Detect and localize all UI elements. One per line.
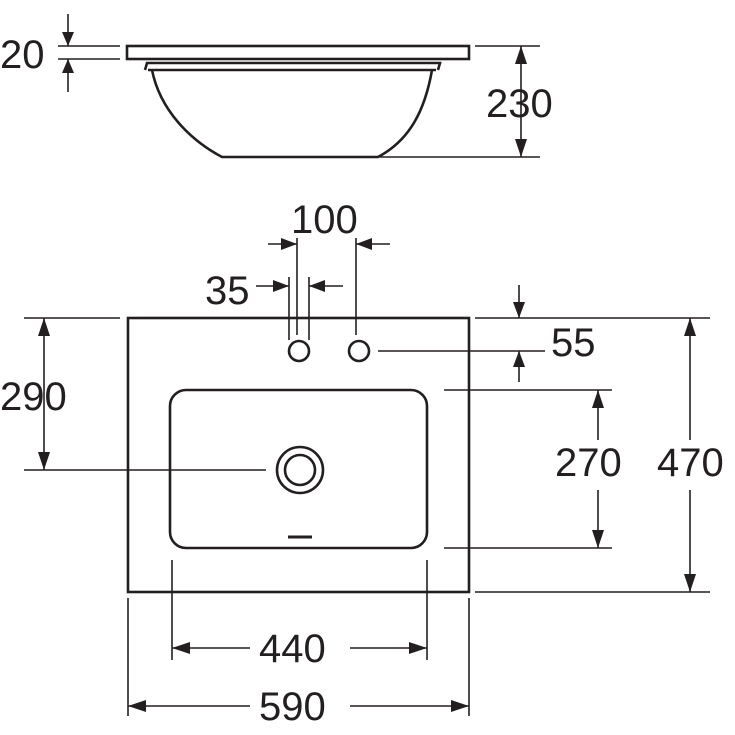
dim-group-470: 470: [475, 317, 724, 593]
dim-drain-offset: 290: [0, 375, 67, 419]
dim-overall-depth: 470: [657, 441, 724, 485]
tap-hole-left: [287, 339, 311, 363]
dim-bowl-depth: 270: [555, 441, 622, 485]
dim-group-440: 440: [171, 560, 428, 671]
basin-bowl: [143, 61, 442, 159]
dim-tap-hole-diameter: 35: [205, 269, 250, 313]
dim-group-590: 590: [127, 598, 470, 729]
dim-bowl-width: 440: [259, 627, 326, 671]
dim-tap-hole-offset: 55: [551, 321, 596, 365]
dim-tap-spacing: 100: [291, 198, 358, 242]
dim-group-100: 100: [268, 198, 390, 335]
basin-rim: [125, 44, 471, 61]
dim-group-270: 270: [444, 389, 622, 549]
basin-outline: [126, 316, 471, 594]
side-view: 20 230: [0, 14, 553, 159]
tap-hole-right: [347, 339, 371, 363]
top-view: [126, 316, 471, 594]
drain-icon: [275, 445, 325, 495]
bowl-outline: [168, 388, 429, 550]
dim-group-55: 55: [378, 285, 596, 382]
dim-total-height: 230: [486, 82, 553, 126]
dim-group-35: 35: [205, 269, 343, 340]
dim-group-290: 290: [0, 317, 266, 471]
dim-rim-thickness: 20: [0, 33, 45, 77]
dim-overall-width: 590: [259, 685, 326, 729]
